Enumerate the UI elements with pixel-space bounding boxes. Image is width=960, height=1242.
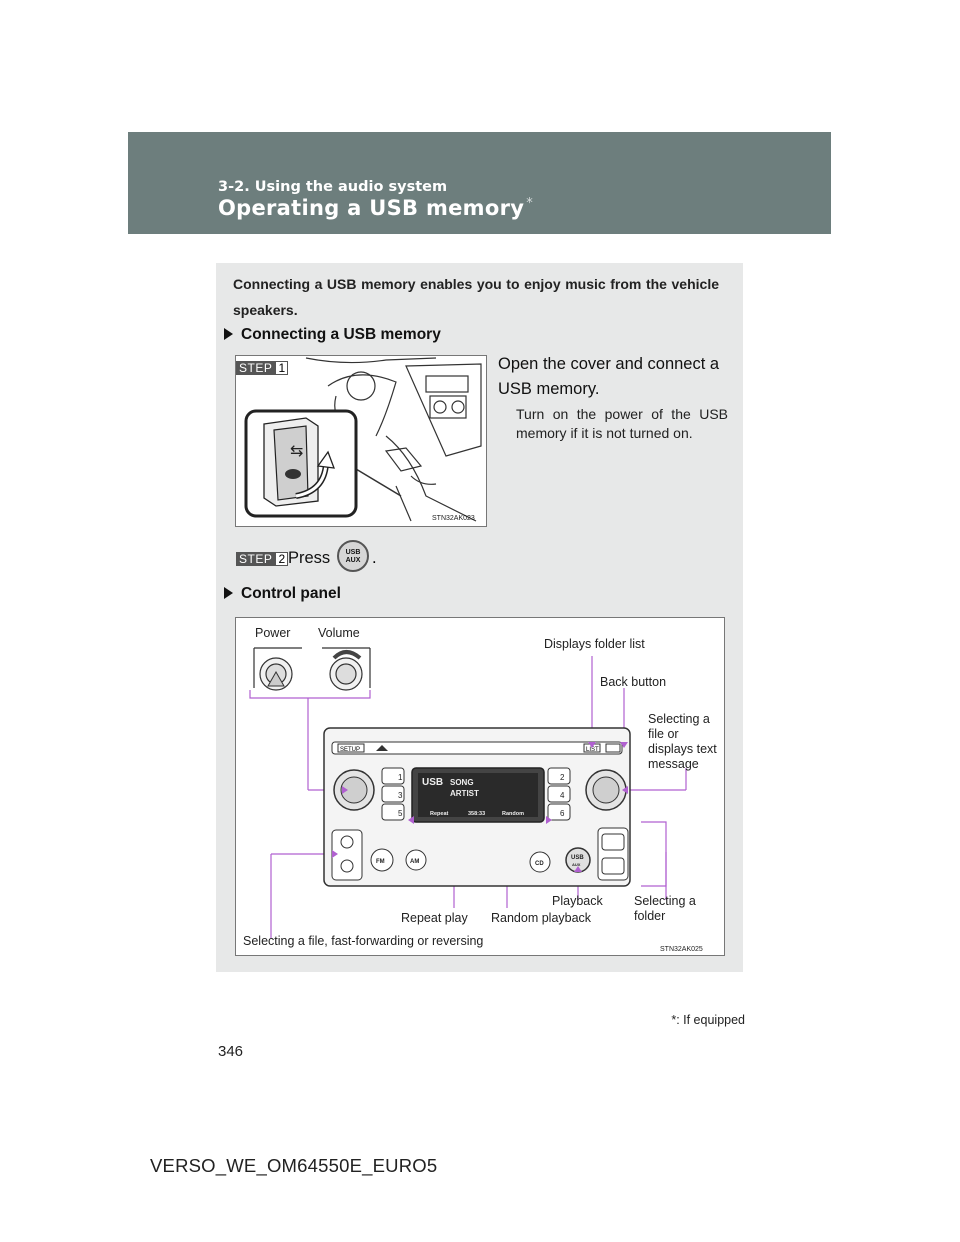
step1-text: Open the cover and connect a USB memory.: [498, 355, 720, 398]
car-interior-illustration: ⇆ STN32AK023: [244, 357, 482, 522]
svg-text:⇆: ⇆: [290, 441, 303, 460]
heading-connecting: Connecting a USB memory: [224, 326, 441, 344]
label-volume: Volume: [318, 626, 360, 640]
content-panel: Connecting a USB memory enables you to e…: [216, 263, 743, 972]
label-fast-forward: Selecting a file, fast-forwarding or rev…: [243, 934, 484, 948]
document-id: VERSO_WE_OM64550E_EURO5: [150, 1155, 438, 1176]
chapter-header: 3-2. Using the audio system Operating a …: [128, 132, 831, 234]
svg-text:4: 4: [560, 791, 565, 800]
usb-aux-button-icon: USB AUX: [337, 540, 369, 572]
section-label: 3-2. Using the audio system: [218, 179, 448, 195]
usb-connect-figure: ⇆ STN32AK023: [235, 355, 487, 527]
label-repeat: Repeat play: [401, 911, 468, 925]
svg-text:FM: FM: [376, 859, 385, 865]
svg-text:358:33: 358:33: [468, 811, 485, 817]
step2-text: Press: [288, 549, 331, 567]
title-footnote-mark: *: [526, 196, 534, 211]
label-select-file: Selecting a file or displays text messag…: [648, 712, 717, 771]
svg-text:6: 6: [560, 809, 565, 818]
svg-text:1: 1: [398, 773, 403, 782]
svg-text:USB: USB: [422, 777, 443, 788]
svg-text:SETUP: SETUP: [340, 747, 360, 753]
figure-code-2: STN32AK025: [660, 946, 703, 953]
page-number: 346: [218, 1043, 244, 1060]
step2-period: .: [372, 549, 377, 567]
svg-text:SONG: SONG: [450, 778, 474, 787]
svg-text:AM: AM: [410, 859, 419, 865]
label-power: Power: [255, 626, 291, 640]
step1-note: Turn on the power of the USB memory if i…: [516, 406, 728, 441]
label-folder-list: Displays folder list: [544, 637, 645, 651]
svg-text:3: 3: [398, 791, 403, 800]
label-back-button: Back button: [600, 675, 667, 689]
svg-text:Repeat: Repeat: [430, 811, 449, 817]
intro-text: Connecting a USB memory enables you to e…: [233, 276, 719, 318]
svg-text:CD: CD: [535, 861, 544, 867]
svg-text:Random: Random: [502, 811, 524, 817]
label-select-folder: Selecting a folder: [634, 894, 696, 923]
svg-text:USB: USB: [571, 855, 584, 861]
label-playback: Playback: [552, 894, 603, 908]
control-panel-figure: SETUP LIST 1 3 5 2 4 6: [235, 617, 725, 956]
svg-text:ARTIST: ARTIST: [450, 789, 479, 798]
label-random: Random playback: [491, 911, 592, 925]
page-title: Operating a USB memory*: [218, 196, 534, 220]
svg-text:5: 5: [398, 809, 403, 818]
footnote: *: If equipped: [671, 1013, 745, 1027]
svg-text:LIST: LIST: [586, 747, 599, 753]
audio-unit-illustration: SETUP LIST 1 3 5 2 4 6: [249, 647, 703, 953]
bullet-icon: [224, 328, 233, 340]
svg-text:2: 2: [560, 773, 565, 782]
heading-control-panel: Control panel: [224, 585, 341, 603]
figure-code: STN32AK023: [432, 515, 475, 522]
bullet-icon: [224, 587, 233, 599]
svg-text:AUX: AUX: [572, 862, 581, 867]
